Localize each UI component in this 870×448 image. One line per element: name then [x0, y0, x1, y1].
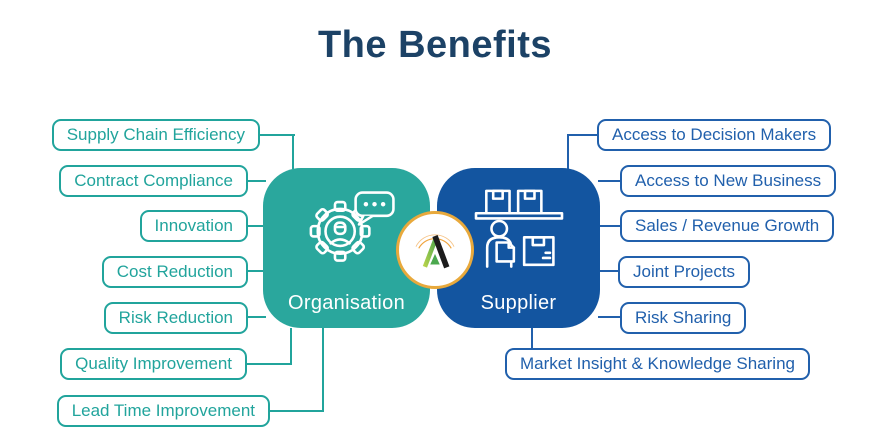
- org-benefit-pill: Supply Chain Efficiency: [51, 119, 260, 151]
- hub-circle: [396, 211, 474, 289]
- supplier-label: Supplier: [480, 292, 557, 314]
- supplier-benefit-pill: Access to Decision Makers: [597, 119, 832, 151]
- gear-person-chat-icon: [263, 184, 430, 270]
- connector-line: [244, 180, 266, 182]
- connector-line: [244, 316, 266, 318]
- org-benefit-pill: Contract Compliance: [59, 165, 248, 197]
- connector-line: [531, 328, 533, 350]
- supplier-benefit-pill: Market Insight & Knowledge Sharing: [505, 348, 810, 380]
- brand-logo-icon: [415, 234, 455, 269]
- supplier-benefit-pill: Risk Sharing: [620, 302, 747, 334]
- warehouse-person-boxes-icon: [437, 184, 600, 270]
- connector-line: [598, 270, 620, 272]
- org-benefit-pill: Quality Improvement: [60, 348, 247, 380]
- connector-line: [292, 135, 294, 169]
- connector-line: [244, 270, 266, 272]
- connector-line: [255, 134, 295, 136]
- supplier-benefit-pill: Sales / Revenue Growth: [620, 210, 835, 242]
- connector-line: [243, 363, 292, 365]
- connector-line: [244, 225, 266, 227]
- connector-line: [598, 225, 622, 227]
- organisation-label: Organisation: [288, 292, 405, 314]
- connector-line: [567, 134, 599, 136]
- connector-line: [266, 410, 324, 412]
- connector-line: [290, 328, 292, 365]
- connector-line: [322, 328, 324, 412]
- org-benefit-pill: Innovation: [139, 210, 248, 242]
- connector-line: [567, 135, 569, 169]
- org-benefit-pill: Cost Reduction: [101, 256, 248, 288]
- connector-line: [598, 180, 622, 182]
- page-title: The Benefits: [317, 24, 553, 66]
- connector-line: [598, 316, 622, 318]
- supplier-benefit-pill: Joint Projects: [618, 256, 751, 288]
- org-benefit-pill: Lead Time Improvement: [56, 395, 270, 427]
- supplier-benefit-pill: Access to New Business: [620, 165, 837, 197]
- org-benefit-pill: Risk Reduction: [103, 302, 248, 334]
